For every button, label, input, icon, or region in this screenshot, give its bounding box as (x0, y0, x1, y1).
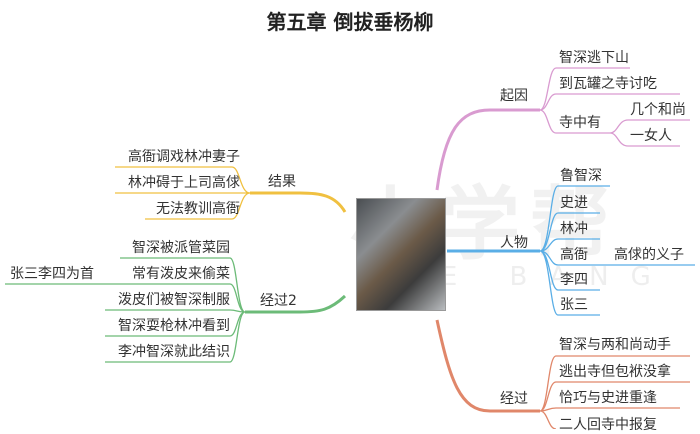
node-result: 结果 (268, 174, 296, 190)
node-item: 智深与两和尚动手 (559, 337, 671, 353)
node-item: 李冲智深就此结识 (118, 344, 230, 360)
node-item: 二人回寺中报复 (559, 417, 657, 433)
node-item: 张三 (560, 297, 588, 313)
node-item: 张三李四为首 (10, 266, 94, 282)
central-image (356, 198, 446, 311)
node-process2: 经过2 (260, 293, 297, 309)
node-people: 人物 (500, 235, 528, 251)
node-item: 智深被派管菜园 (132, 240, 230, 256)
node-item: 高衙调戏林冲妻子 (128, 149, 240, 165)
node-item: 智深耍枪林冲看到 (118, 318, 230, 334)
node-item: 一女人 (630, 128, 672, 144)
node-item: 鲁智深 (560, 168, 602, 184)
node-cause: 起因 (500, 88, 528, 104)
node-item: 高俅的义子 (614, 247, 684, 263)
page-title: 第五章 倒拔垂杨柳 (266, 10, 434, 34)
node-item: 几个和尚 (630, 102, 686, 118)
node-process: 经过 (500, 391, 528, 407)
node-item: 李四 (560, 272, 588, 288)
node-item: 林冲 (560, 221, 588, 237)
node-item: 到瓦罐之寺讨吃 (559, 76, 657, 92)
node-item: 高衙 (560, 247, 588, 263)
node-item: 恰巧与史进重逢 (559, 390, 657, 406)
node-item: 无法教训高衙 (156, 201, 240, 217)
node-item: 常有泼皮来偷菜 (132, 266, 230, 282)
node-item: 林冲碍于上司高俅 (128, 175, 240, 191)
node-item: 智深逃下山 (559, 50, 629, 66)
node-item: 史进 (560, 195, 588, 211)
node-item: 泼皮们被智深制服 (118, 292, 230, 308)
node-item: 寺中有 (559, 115, 601, 131)
node-item: 逃出寺但包袱没拿 (559, 364, 671, 380)
